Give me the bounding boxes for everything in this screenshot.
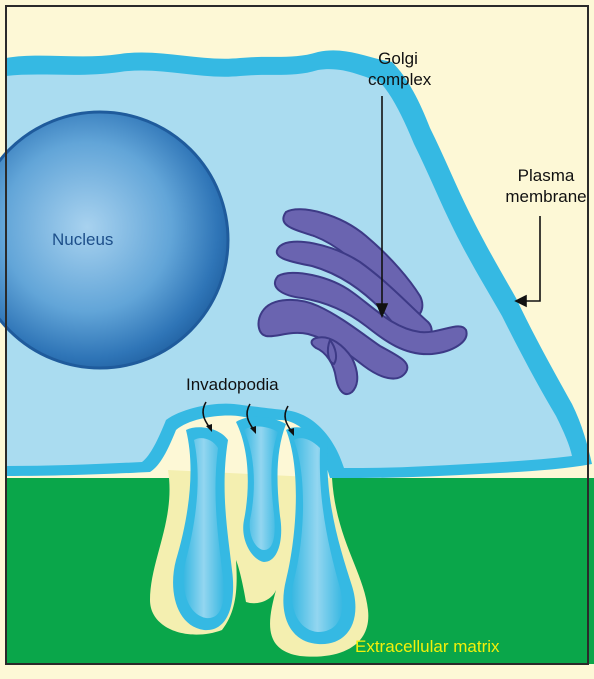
golgi-label-line2: complex xyxy=(368,69,428,90)
golgi-label: Golgi complex xyxy=(368,48,428,90)
golgi-label-line1: Golgi xyxy=(368,48,428,69)
extracellular-matrix-label: Extracellular matrix xyxy=(355,636,500,657)
plasma-label-line1: Plasma xyxy=(500,165,592,186)
nucleus-label: Nucleus xyxy=(52,229,113,250)
invadopodia-label: Invadopodia xyxy=(186,374,279,395)
plasma-label-line2: membrane xyxy=(500,186,592,207)
plasma-membrane-label: Plasma membrane xyxy=(500,165,592,207)
